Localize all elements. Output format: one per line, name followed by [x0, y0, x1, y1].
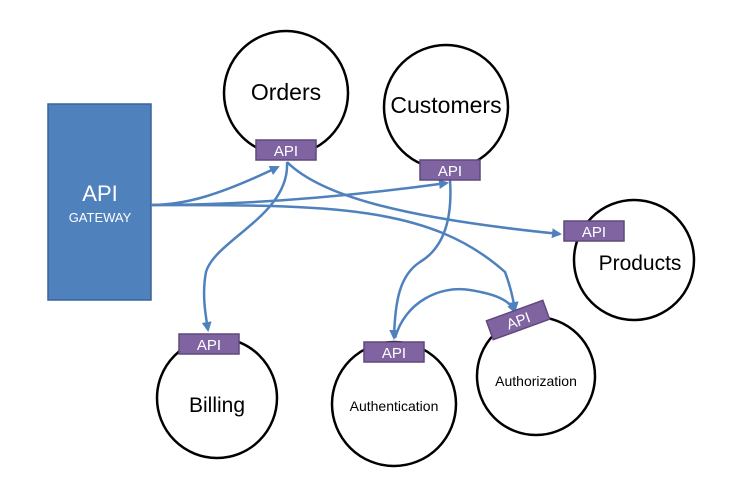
connector-orders-products: [286, 161, 562, 239]
gateway-title: API: [82, 181, 117, 206]
connector-authentication-authorization: [393, 287, 517, 339]
customers-api-label: API: [438, 163, 462, 180]
connector-gateway-customers: [150, 179, 449, 207]
customers-api-badge: [419, 159, 481, 181]
authorization-api-badge: [485, 299, 551, 341]
orders-api-label: API: [274, 143, 298, 160]
authentication-label: Authentication: [350, 398, 439, 414]
connector-orders-billing: [201, 161, 289, 332]
billing-label: Billing: [189, 394, 245, 417]
gateway-subtitle: GATEWAY: [69, 210, 132, 225]
billing-api-label: API: [197, 337, 221, 354]
connector-customers-authentication: [389, 179, 452, 340]
products-api-label: API: [582, 224, 606, 241]
orders-label: Orders: [251, 79, 321, 105]
billing-api-badge: [178, 333, 240, 355]
customers-label: Customers: [390, 92, 501, 118]
products-label: Products: [599, 252, 682, 275]
authentication-api-label: API: [382, 345, 406, 362]
connector-gateway-orders: [150, 165, 280, 207]
api-gateway-box: [47, 103, 152, 301]
orders-api-badge: [255, 139, 317, 161]
authorization-label: Authorization: [495, 373, 577, 389]
authentication-api-badge: [363, 341, 425, 363]
products-api-badge: [563, 220, 625, 242]
